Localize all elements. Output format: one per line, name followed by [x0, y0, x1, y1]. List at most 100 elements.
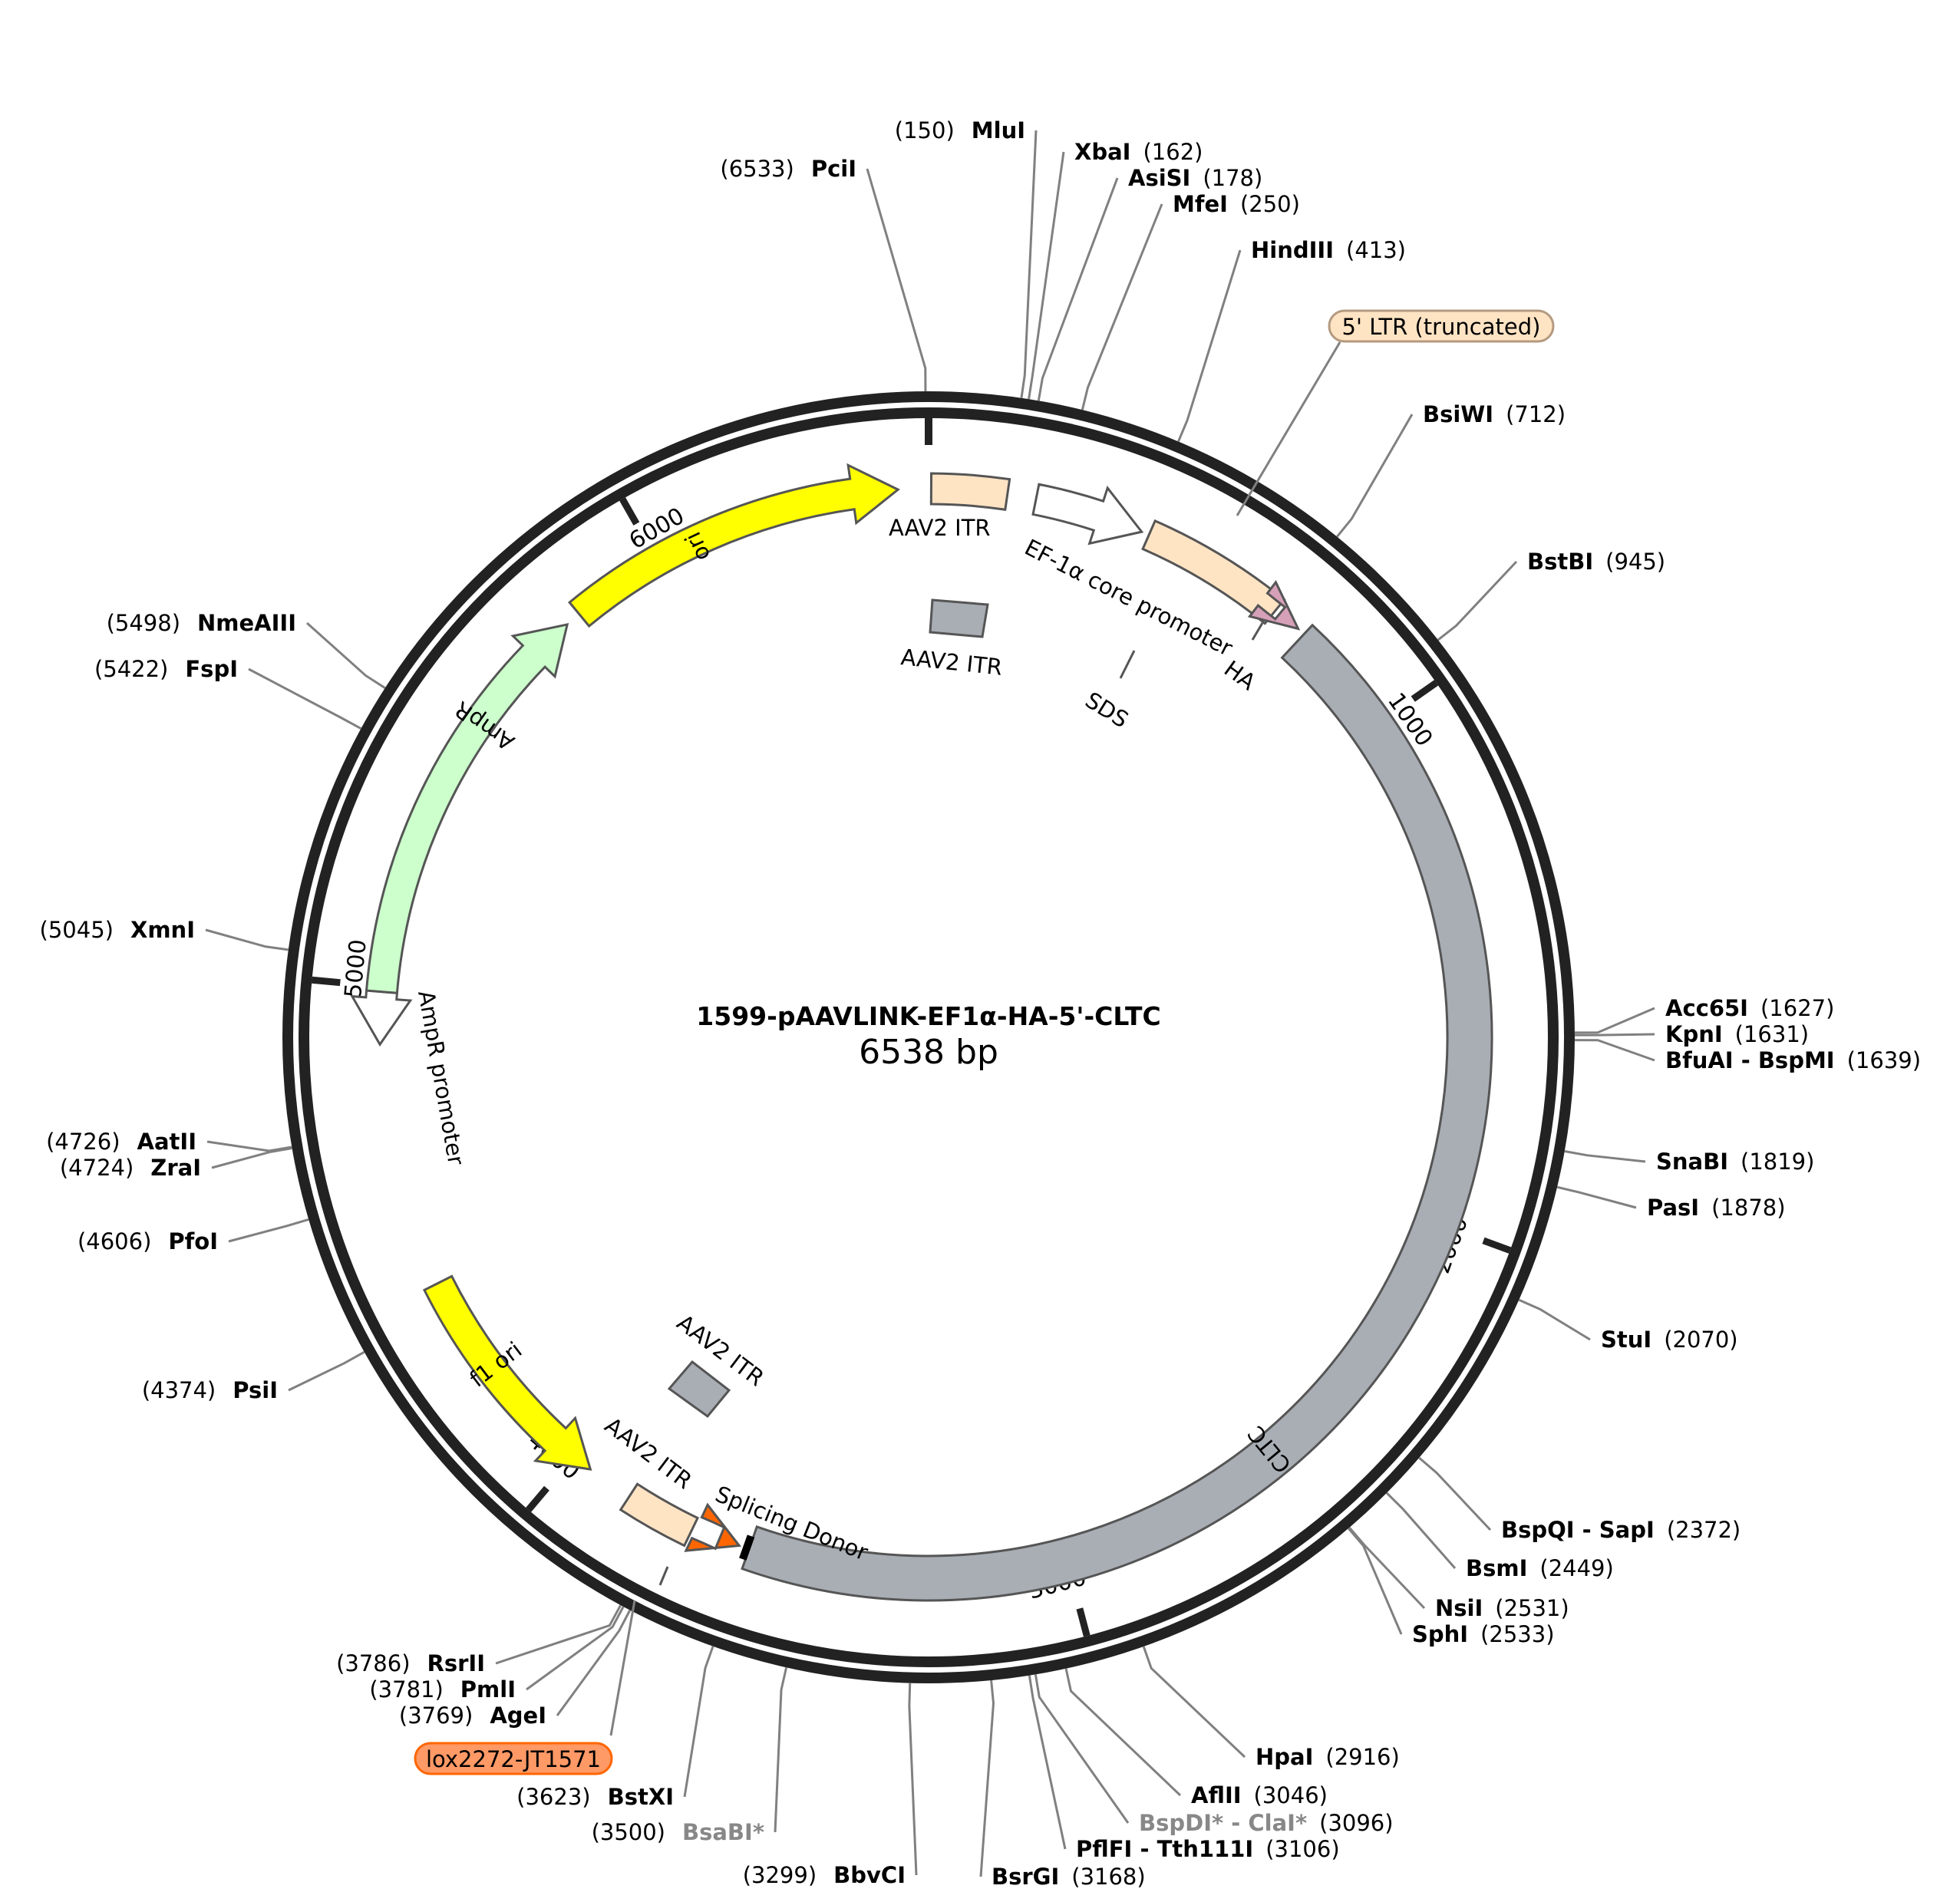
site-hpai[interactable]: HpaI(2916): [1142, 1646, 1400, 1770]
site-bstbi[interactable]: BstBI(945): [1437, 549, 1665, 641]
svg-text:(3769)AgeI: (3769) AgeI: [399, 1703, 546, 1729]
site-agei[interactable]: (3769) AgeI: [399, 1609, 632, 1729]
site-bsiwi[interactable]: BsiWI(712): [1336, 401, 1566, 538]
site-bsabi-[interactable]: (3500)BsaBI*: [592, 1667, 788, 1845]
site-pasi[interactable]: PasI(1878): [1556, 1185, 1786, 1221]
svg-text:BsiWI(712): BsiWI(712): [1423, 401, 1566, 427]
site-position: (3168): [1071, 1864, 1145, 1890]
svg-text:(150)MluI: (150)MluI: [895, 117, 1025, 143]
site-aatii[interactable]: (4726)AatII: [46, 1129, 292, 1155]
site-name: KpnI: [1665, 1021, 1723, 1047]
site-name: SnaBI: [1656, 1149, 1728, 1175]
site-name: PflFI - Tth111I: [1076, 1836, 1253, 1862]
label-aav2-itr-bottom: AAV2 ITR: [600, 1412, 697, 1494]
site-sphi[interactable]: SphI(2533): [1347, 1528, 1555, 1647]
svg-text:(4606)PfoI: (4606)PfoI: [78, 1228, 218, 1254]
site-rsrii[interactable]: (3786)RsrII: [336, 1604, 622, 1676]
plasmid-size: 6538 bp: [859, 1033, 998, 1072]
site-stui[interactable]: StuI(2070): [1518, 1298, 1738, 1353]
site-bfuai-bspmi[interactable]: BfuAI - BspMI(1639): [1574, 1039, 1921, 1073]
feature-ampr-promoter-9[interactable]: [350, 989, 413, 1047]
site-position: (4374): [142, 1377, 216, 1403]
site-name: MfeI: [1173, 191, 1228, 217]
site-bspqi-sapi[interactable]: BspQI - SapI(2372): [1418, 1456, 1741, 1543]
site-name: PfoI: [168, 1228, 218, 1254]
svg-text:HindIII(413): HindIII (413): [1251, 237, 1406, 263]
site-position: (162): [1143, 139, 1203, 165]
feature-aav2-itr-7[interactable]: [619, 1482, 700, 1548]
site-mlui[interactable]: (150)MluI: [895, 117, 1038, 398]
site-xmni[interactable]: (5045)XmnI: [40, 917, 289, 951]
backbone: [282, 391, 1575, 1683]
site-bsmi[interactable]: BsmI(2449): [1385, 1492, 1614, 1581]
site-name: XmnI: [130, 917, 195, 943]
site-position: (1631): [1735, 1021, 1809, 1047]
site-asisi[interactable]: AsiSI(178): [1037, 165, 1262, 401]
site-fspi[interactable]: (5422)FspI: [94, 656, 362, 730]
site-snabi[interactable]: SnaBI (1819): [1564, 1149, 1815, 1175]
site-nsii[interactable]: NsiI (2531): [1348, 1526, 1569, 1621]
feature-f1-ori-8[interactable]: f1 ori: [422, 1274, 592, 1471]
svg-text:(5422)FspI: (5422)FspI: [94, 656, 238, 682]
site-psii[interactable]: (4374)PsiI: [142, 1350, 365, 1403]
site-bsrgi[interactable]: BsrGI(3168): [979, 1679, 1146, 1890]
label-sds: SDS: [1081, 687, 1133, 733]
site-bbvci[interactable]: (3299)BbvCI: [743, 1683, 918, 1888]
inner-feature-aav2-itr-top[interactable]: [929, 598, 989, 638]
site-position: (1627): [1760, 995, 1834, 1021]
site-kpni[interactable]: KpnI (1631): [1574, 1021, 1809, 1047]
site-name: BbvCI: [833, 1862, 906, 1888]
svg-text:(3623)BstXI: (3623)BstXI: [516, 1784, 674, 1810]
site-pfoi[interactable]: (4606)PfoI: [78, 1218, 309, 1254]
site-nmeaiii[interactable]: (5498)NmeAIII: [107, 610, 386, 689]
site-hindiii[interactable]: HindIII (413): [1177, 237, 1406, 443]
feature-aav2-itr-1[interactable]: [929, 472, 1011, 511]
site-zrai[interactable]: (4724)ZraI: [60, 1147, 292, 1181]
splicing-donor-bar: [739, 1534, 755, 1561]
site-aflii[interactable]: AflII(3046): [1064, 1668, 1328, 1808]
site-position: (413): [1346, 237, 1406, 263]
feature-ori-0[interactable]: ori: [568, 463, 900, 628]
feature-ef-1-core-promoter-2[interactable]: [1031, 483, 1144, 546]
site-pmli[interactable]: (3781)PmlI: [369, 1606, 625, 1703]
site-pcii[interactable]: (6533)PciI: [720, 156, 927, 392]
inner-feature-aav2-itr-bottom[interactable]: [667, 1360, 731, 1419]
site-position: (2372): [1667, 1517, 1741, 1543]
site-position: (2531): [1495, 1595, 1569, 1621]
site-acc65i[interactable]: Acc65I (1627): [1574, 995, 1834, 1034]
lox-label-box[interactable]: lox2272-JT1571: [414, 1742, 613, 1775]
feature-5-ltr-truncated--3[interactable]: [1141, 519, 1286, 625]
feature-cltc-5[interactable]: CLTC: [741, 623, 1493, 1602]
tick-3000: [1076, 1607, 1091, 1637]
site-bspdi-clai-[interactable]: BspDI* - ClaI*(3096): [1034, 1674, 1394, 1836]
site-name: RsrII: [427, 1650, 485, 1676]
svg-text:PflFI - Tth111I(3106): PflFI - Tth111I(3106): [1076, 1836, 1340, 1862]
svg-text:(4726)AatII: (4726)AatII: [46, 1129, 196, 1155]
site-position: (5498): [107, 610, 180, 636]
site-pflfi-tth111i[interactable]: PflFI - Tth111I(3106): [1028, 1675, 1340, 1862]
site-position: (3500): [592, 1819, 665, 1845]
svg-text:PasI(1878): PasI(1878): [1647, 1195, 1786, 1221]
site-name: Acc65I: [1665, 995, 1748, 1021]
feature-splicing-donor-6[interactable]: [684, 1502, 742, 1552]
site-xbai[interactable]: XbaI(162): [1028, 139, 1203, 400]
site-mfei[interactable]: MfeI (250): [1081, 191, 1300, 410]
ltr-label-box[interactable]: 5' LTR (truncated): [1328, 309, 1555, 343]
site-name: PmlI: [460, 1676, 516, 1703]
sds-mark: [1119, 650, 1136, 679]
site-name: NsiI: [1435, 1595, 1483, 1621]
ltr-leader: [1236, 341, 1341, 516]
site-name: AgeI: [490, 1703, 546, 1729]
site-position: (3769): [399, 1703, 473, 1729]
site-position: (250): [1240, 191, 1300, 217]
site-bstxi[interactable]: (3623)BstXI: [516, 1646, 714, 1810]
site-name: SphI: [1412, 1621, 1468, 1647]
feature-ha-4[interactable]: [1247, 579, 1301, 631]
site-position: (1819): [1741, 1149, 1814, 1175]
svg-text:AsiSI(178): AsiSI(178): [1128, 165, 1262, 191]
svg-text:KpnI(1631): KpnI (1631): [1665, 1021, 1809, 1047]
site-name: PasI: [1647, 1195, 1699, 1221]
site-name: HindIII: [1251, 237, 1334, 263]
svg-text:StuI(2070): StuI(2070): [1601, 1327, 1738, 1353]
